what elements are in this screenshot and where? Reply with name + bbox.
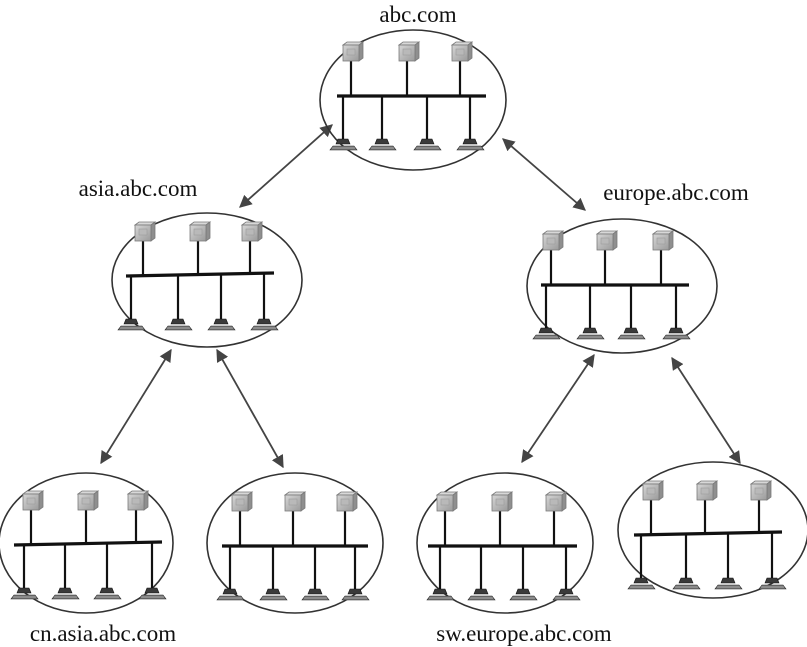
server-icon [749,480,773,501]
server-icon [341,41,365,62]
workstation-icon [164,318,193,331]
workstation-icon [138,587,167,600]
server-icon [544,491,568,512]
workstation-icon [93,587,122,600]
workstation-icon [51,587,80,600]
server-icon [695,480,719,501]
server-icon [133,221,157,242]
label-asia-abc-com: asia.abc.com [79,176,198,201]
label-sw-europe-abc-com: sw.europe.abc.com [436,621,612,646]
lan-cluster-sw-europe [416,472,594,614]
workstation-icon [10,587,39,600]
lan-cluster-asia-child-2 [206,472,384,614]
label-cn-asia-abc-com: cn.asia.abc.com [30,621,176,646]
workstation-icon [627,577,656,590]
cluster-boundary [111,212,303,348]
cluster-boundary [0,472,174,614]
network-bus [633,530,783,537]
workstation-icon [341,588,370,601]
server-icon [230,491,254,512]
workstation-icon [552,588,581,601]
workstation-icon [467,588,496,601]
workstation-icon [456,138,485,151]
workstation-icon [207,318,236,331]
cluster-boundary [416,472,594,614]
network-bus [125,271,275,278]
workstation-icon [617,327,646,340]
workstation-icon [509,588,538,601]
server-icon [541,230,565,251]
link-root-asia-arrow [239,124,333,208]
link-asia-cn-asia-arrow [100,348,172,465]
workstation-icon [576,327,605,340]
workstation-icon [250,318,279,331]
lan-cluster-root [319,29,507,171]
cluster-boundary [617,461,807,599]
cluster-boundary [319,29,507,171]
server-icon [397,41,421,62]
workstation-icon [532,327,561,340]
server-icon [188,221,212,242]
workstation-icon [758,577,787,590]
link-europe-sw-europe-arrow [521,353,595,464]
link-europe-child-2-arrow [671,356,741,465]
workstation-icon [426,588,455,601]
server-icon [651,230,675,251]
lan-cluster-europe [526,218,718,354]
workstation-icon [714,577,743,590]
server-icon [283,491,307,512]
lan-cluster-cn-asia [0,472,174,614]
server-icon [450,41,474,62]
server-icon [490,491,514,512]
workstation-icon [672,577,701,590]
server-icon [335,491,359,512]
workstation-icon [662,327,691,340]
server-icon [435,491,459,512]
workstation-icon [368,138,397,151]
workstation-icon [413,138,442,151]
server-icon [126,490,150,511]
lan-cluster-asia [111,212,303,348]
label-abc-com: abc.com [379,2,456,27]
connections [100,124,741,469]
lan-cluster-europe-child-2 [617,461,807,599]
cluster-boundary [526,218,718,354]
link-asia-child-2-arrow [216,348,284,469]
server-icon [21,490,45,511]
workstation-icon [301,588,330,601]
server-icon [76,490,100,511]
server-icon [240,221,264,242]
workstation-icon [259,588,288,601]
server-icon [595,230,619,251]
workstation-icon [329,138,358,151]
server-icon [641,480,665,501]
workstation-icon [216,588,245,601]
network-bus [13,540,163,547]
workstation-icon [117,318,146,331]
lan-clusters [0,29,807,614]
cluster-boundary [206,472,384,614]
link-root-europe-arrow [502,138,586,211]
label-europe-abc-com: europe.abc.com [603,180,749,205]
